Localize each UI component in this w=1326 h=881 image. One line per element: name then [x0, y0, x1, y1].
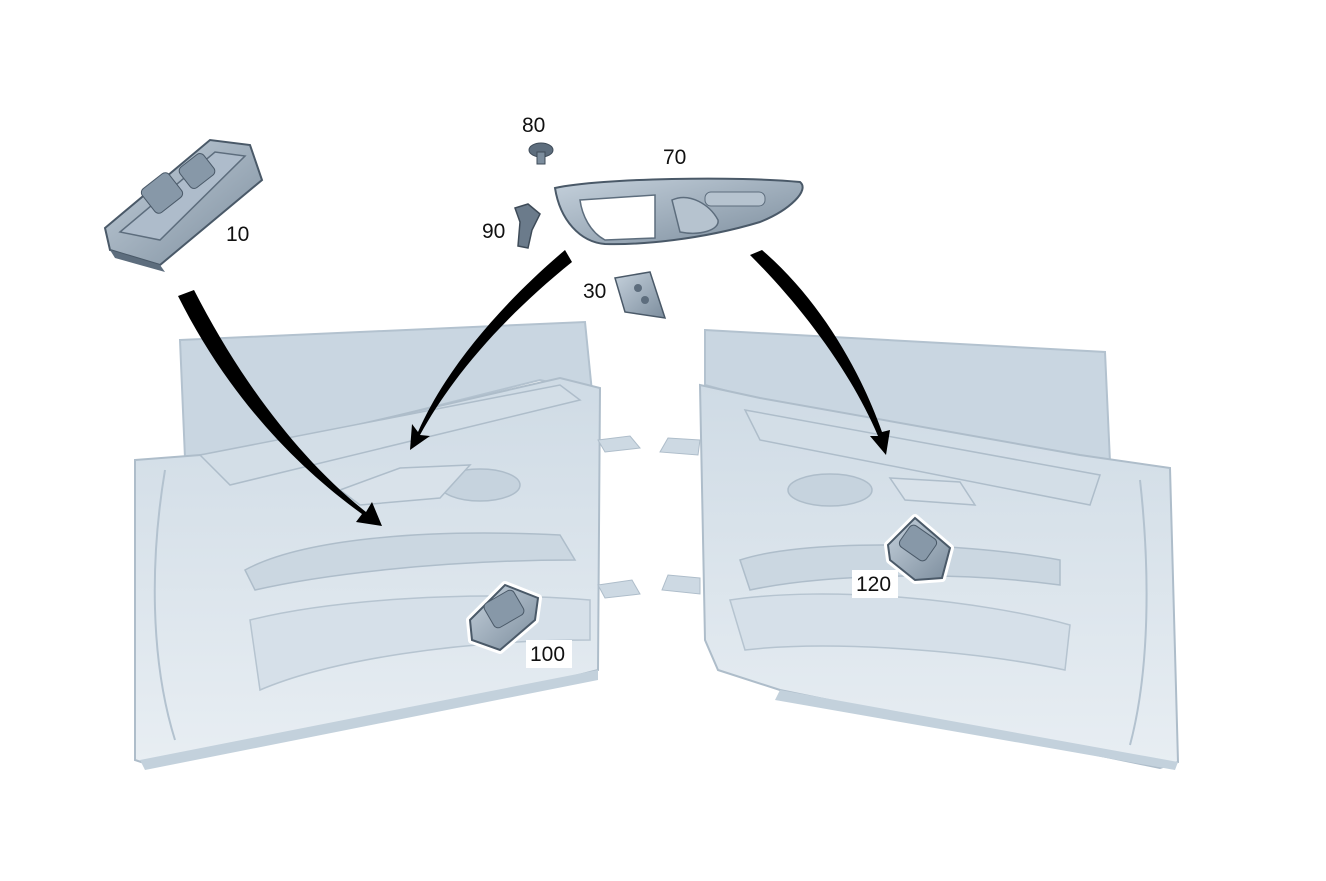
callout-70: 70: [663, 146, 686, 169]
left-door-panel: [134, 320, 641, 770]
callout-100: 100: [530, 643, 565, 666]
callout-100-box: [526, 640, 572, 668]
right-door-upper-trim: [743, 408, 1101, 506]
part-10-window-switch-block: [103, 138, 264, 272]
right-door-sill: [775, 690, 1178, 770]
right-door-handle-recess: [888, 477, 977, 506]
part-30-seat-switch: [614, 271, 667, 319]
left-door-hinge-lower: [597, 579, 641, 599]
callout-30: 30: [583, 280, 606, 303]
right-door-hinge-upper: [659, 437, 701, 456]
right-door-speaker: [787, 473, 873, 507]
right-door-hinge-lower: [661, 574, 701, 595]
callout-80: 80: [522, 114, 545, 137]
left-door-seal-line: [153, 469, 176, 741]
right-door-pocket: [729, 593, 1071, 671]
left-door-upper-trim: [198, 384, 582, 486]
part-80-clip: [528, 142, 554, 165]
part-70-handle-trim: [553, 177, 804, 246]
left-door-handle-recess: [338, 464, 472, 506]
right-door-seal-line: [1129, 479, 1148, 746]
part-120-right-switch: [884, 514, 954, 584]
left-door-hinge-upper: [597, 435, 641, 453]
assembly-arrow-part-10: [178, 290, 382, 526]
callout-120: 120: [856, 573, 891, 596]
part-100-left-switch: [466, 581, 542, 654]
left-door-sill: [140, 670, 598, 770]
part-90-bracket: [514, 203, 541, 249]
left-door-armrest: [244, 532, 577, 591]
assembly-arrow-part-70-left: [410, 250, 572, 450]
callout-10: 10: [226, 223, 249, 246]
callout-120-box: [852, 570, 898, 598]
callout-90: 90: [482, 220, 505, 243]
